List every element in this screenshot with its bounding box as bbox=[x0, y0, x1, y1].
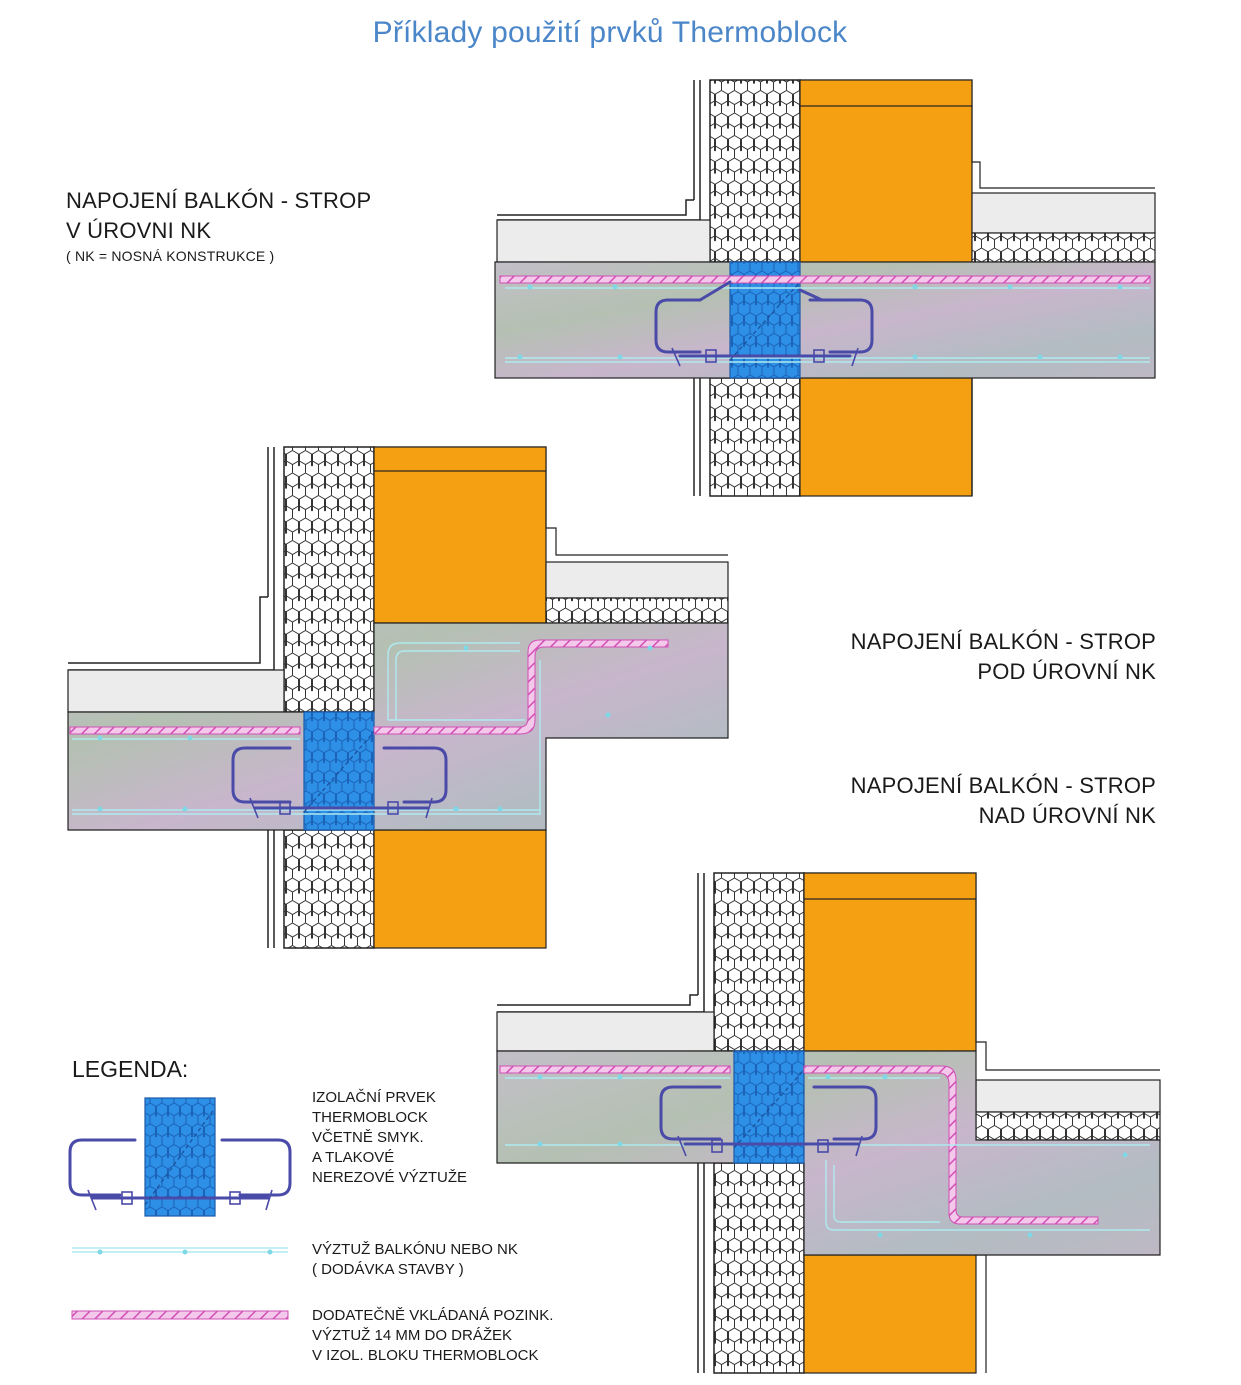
legend-line: VÝZTUŽ BALKÓNU NEBO NK bbox=[312, 1241, 518, 1258]
legend-line: IZOLAČNÍ PRVEK bbox=[312, 1089, 436, 1106]
legend-item-thermoblock: IZOLAČNÍ PRVEK THERMOBLOCK VČETNĚ SMYK. … bbox=[312, 1088, 467, 1188]
masonry-lower bbox=[803, 1254, 977, 1374]
wall-insulation-lower bbox=[283, 829, 375, 949]
section-subtitle: NAD ÚROVNÍ NK bbox=[978, 803, 1156, 828]
section-label-above: NAPOJENÍ BALKÓN - STROP NAD ÚROVNÍ NK bbox=[851, 771, 1156, 831]
wall-insulation-lower bbox=[709, 377, 801, 497]
section-title: NAPOJENÍ BALKÓN - STROP bbox=[850, 629, 1156, 654]
legend-line: A TLAKOVÉ bbox=[312, 1149, 395, 1166]
thermoblock-element bbox=[733, 1050, 805, 1164]
section-title: NAPOJENÍ BALKÓN - STROP bbox=[66, 188, 372, 213]
section-title: NAPOJENÍ BALKÓN - STROP bbox=[850, 773, 1156, 798]
detail-above bbox=[496, 872, 1161, 1374]
galvanized-rebar bbox=[499, 275, 1151, 284]
wall-insulation-upper bbox=[709, 79, 801, 263]
legend-line: VÝZTUŽ 14 MM DO DRÁŽEK bbox=[312, 1327, 513, 1344]
legend-line: DODATEČNĚ VKLÁDANÁ POZINK. bbox=[312, 1307, 554, 1324]
wall-insulation-lower bbox=[713, 1162, 805, 1374]
masonry-upper bbox=[373, 446, 547, 624]
legend-line: VČETNĚ SMYK. bbox=[312, 1129, 424, 1146]
legend-line: ( DODÁVKA STAVBY ) bbox=[312, 1261, 464, 1278]
masonry-upper bbox=[799, 79, 973, 263]
legend-item-reinforcement: VÝZTUŽ BALKÓNU NEBO NK ( DODÁVKA STAVBY … bbox=[312, 1240, 518, 1280]
legend-line: NEREZOVÉ VÝZTUŽE bbox=[312, 1169, 468, 1186]
page-title: Příklady použití prvků Thermoblock bbox=[372, 16, 848, 49]
legend-title: LEGENDA: bbox=[72, 1056, 189, 1082]
masonry-lower bbox=[373, 829, 547, 949]
concrete-slab bbox=[496, 1050, 1161, 1256]
wall-insulation-upper bbox=[283, 446, 375, 713]
detail-level bbox=[494, 79, 1156, 497]
section-label-level: NAPOJENÍ BALKÓN - STROP V ÚROVNI NK ( NK… bbox=[66, 186, 371, 266]
section-subtitle: POD ÚROVNÍ NK bbox=[977, 659, 1156, 684]
legend-symbol-galvanized-rebar bbox=[71, 1310, 289, 1320]
section-note: ( NK = NOSNÁ KONSTRUKCE ) bbox=[66, 248, 275, 264]
detail-below bbox=[67, 446, 729, 949]
galvanized-rebar bbox=[69, 726, 301, 735]
legend-symbol-thermoblock bbox=[68, 1097, 292, 1217]
masonry-upper bbox=[803, 872, 977, 1052]
legend-line: V IZOL. BLOKU THERMOBLOCK bbox=[312, 1347, 539, 1364]
legend-symbol-reinforcement bbox=[72, 1247, 288, 1255]
thermoblock-element bbox=[303, 711, 375, 831]
masonry-lower bbox=[799, 377, 973, 497]
wall-insulation-upper bbox=[713, 872, 805, 1052]
section-label-below: NAPOJENÍ BALKÓN - STROP POD ÚROVNÍ NK bbox=[851, 627, 1156, 687]
legend-item-galvanized-rebar: DODATEČNĚ VKLÁDANÁ POZINK. VÝZTUŽ 14 MM … bbox=[312, 1306, 553, 1366]
section-subtitle: V ÚROVNI NK bbox=[66, 218, 212, 243]
legend-line: THERMOBLOCK bbox=[312, 1109, 428, 1126]
galvanized-rebar bbox=[499, 1065, 731, 1074]
